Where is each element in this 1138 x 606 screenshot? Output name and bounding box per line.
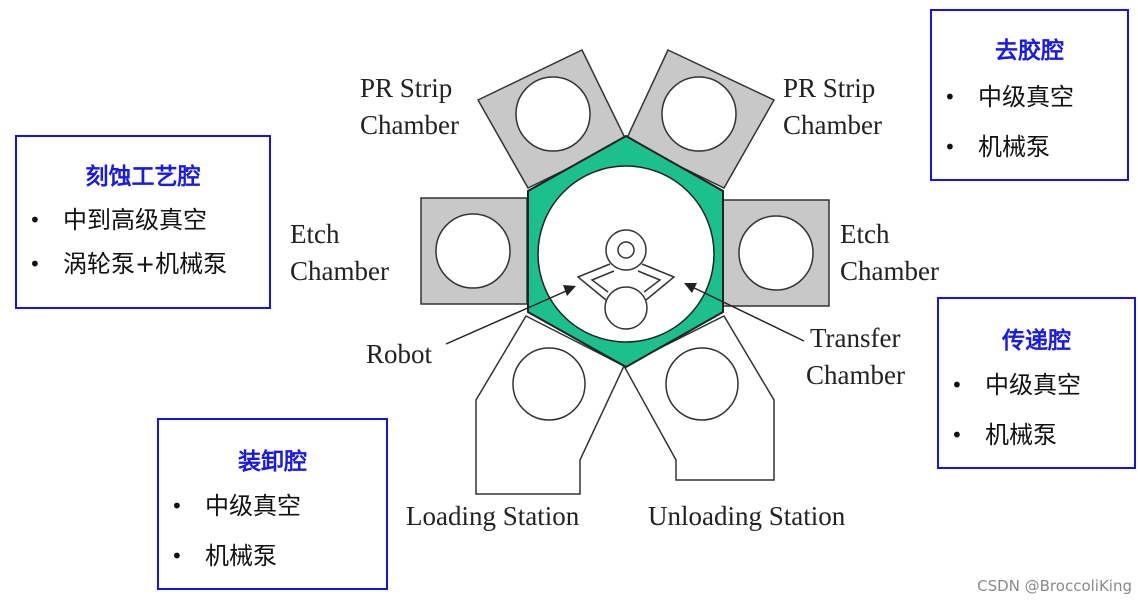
robot-arm-right [641,263,676,301]
pr-strip-wafer-right [661,76,737,152]
etch-chamber-info-box: 刻蚀工艺腔 中到高级真空 涡轮泵+机械泵 [15,135,271,309]
etch-box-title: 刻蚀工艺腔 [85,164,201,190]
loading-wafer [512,347,586,421]
unloading-wafer [665,347,739,421]
etch-box-list: 中到高级真空 涡轮泵+机械泵 [17,201,269,289]
robot-hub-inner [617,241,635,259]
strip-box-title: 去胶腔 [995,38,1064,64]
list-item: 中级真空 [939,365,1134,415]
label-transfer-chamber: Transfer Chamber [806,323,905,390]
label-pr-strip-left: PR Strip Chamber [360,73,459,140]
robot-arm-left-inner [590,270,615,293]
etch-wafer-right [738,215,814,291]
strip-box-list: 中级真空 机械泵 [932,77,1127,177]
label-etch-left: Etch Chamber [290,219,389,286]
transfer-box-title: 传递腔 [1002,328,1071,354]
robot-pointer-head [563,285,576,296]
list-item: 机械泵 [159,536,386,586]
load-box-title: 装卸腔 [238,449,307,475]
strip-chamber-info-box: 去胶腔 中级真空 机械泵 [930,9,1129,181]
robot-arm-left [576,263,611,301]
list-item: 中级真空 [159,486,386,536]
list-item: 涡轮泵+机械泵 [17,245,269,289]
robot-arm-right-inner [637,270,662,293]
label-etch-right: Etch Chamber [840,219,939,286]
etch-wafer-left [435,213,511,289]
transfer-pointer-head [684,283,697,293]
list-item: 机械泵 [939,415,1134,465]
transfer-pointer-line [685,283,805,342]
robot-pointer-line [445,287,574,345]
watermark: CSDN @BroccoliKing [977,577,1132,595]
transfer-box-list: 中级真空 机械泵 [939,365,1134,465]
load-box-list: 中级真空 机械泵 [159,486,386,586]
label-loading-station: Loading Station [406,501,580,531]
pr-strip-wafer-left [515,76,591,152]
list-item: 机械泵 [932,127,1127,177]
list-item: 中到高级真空 [17,201,269,245]
transfer-chamber-info-box: 传递腔 中级真空 机械泵 [937,297,1136,469]
label-robot: Robot [366,339,433,369]
list-item: 中级真空 [932,77,1127,127]
load-chamber-info-box: 装卸腔 中级真空 机械泵 [157,418,388,590]
label-unloading-station: Unloading Station [648,501,846,531]
label-pr-strip-right: PR Strip Chamber [783,73,882,140]
robot-wafer [604,286,648,330]
